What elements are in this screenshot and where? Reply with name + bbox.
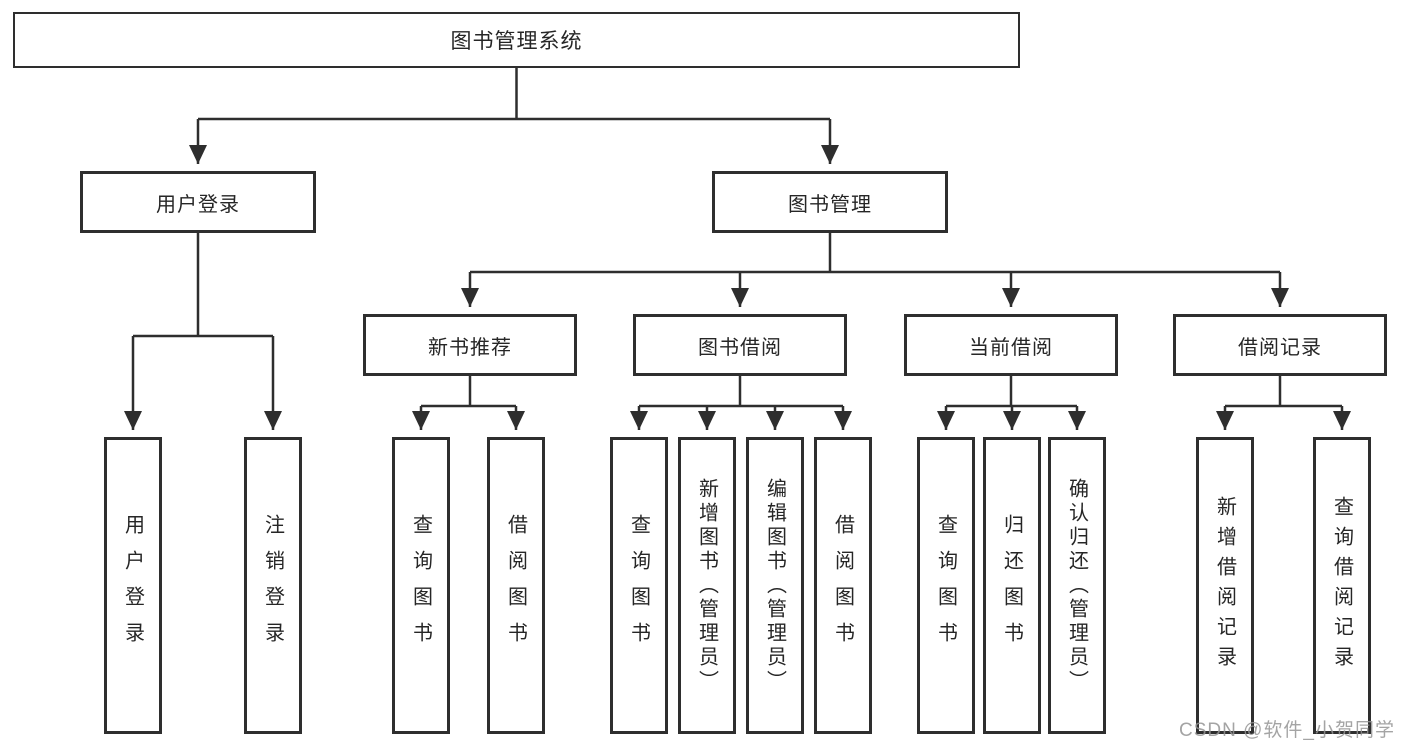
- leaf-records-query-record: 查询借阅记录: [1313, 437, 1371, 734]
- leaf-current-confirm-return-admin: 确认归还（管理员）: [1048, 437, 1106, 734]
- node-label: 查询图书: [934, 513, 957, 658]
- node-label: 确认归还（管理员）: [1065, 477, 1088, 694]
- node-label: 当前借阅: [969, 336, 1053, 359]
- node-label: 新增图书（管理员）: [695, 477, 718, 694]
- node-label: 新书推荐: [428, 336, 512, 359]
- node-label: 用户登录: [121, 513, 144, 658]
- leaf-borrow-query-book: 查询图书: [610, 437, 668, 734]
- leaf-borrow-edit-book-admin: 编辑图书（管理员）: [746, 437, 804, 734]
- node-label: 用户登录: [156, 193, 240, 216]
- node-label: 图书管理系统: [450, 30, 583, 53]
- leaf-current-query-book: 查询图书: [917, 437, 975, 734]
- node-label: 查询借阅记录: [1330, 495, 1353, 676]
- node-book-borrow: 图书借阅: [633, 314, 847, 376]
- node-library-management-system: 图书管理系统: [13, 12, 1020, 68]
- node-borrow-records: 借阅记录: [1173, 314, 1387, 376]
- leaf-current-return-book: 归还图书: [983, 437, 1041, 734]
- node-book-management: 图书管理: [712, 171, 948, 233]
- node-label: 借阅图书: [831, 513, 854, 658]
- node-label: 借阅记录: [1238, 336, 1322, 359]
- leaf-borrow-borrow-book: 借阅图书: [814, 437, 872, 734]
- node-label: 查询图书: [627, 513, 650, 658]
- node-label: 图书借阅: [698, 336, 782, 359]
- node-label: 归还图书: [1000, 513, 1023, 658]
- node-label: 查询图书: [409, 513, 432, 658]
- node-label: 注销登录: [261, 513, 284, 658]
- node-label: 编辑图书（管理员）: [763, 477, 786, 694]
- node-current-borrow: 当前借阅: [904, 314, 1118, 376]
- leaf-recommend-borrow-book: 借阅图书: [487, 437, 545, 734]
- leaf-recommend-query-book: 查询图书: [392, 437, 450, 734]
- csdn-watermark: CSDN @软件_小贺同学: [1179, 720, 1395, 741]
- leaf-borrow-add-book-admin: 新增图书（管理员）: [678, 437, 736, 734]
- node-label: 图书管理: [788, 193, 872, 216]
- node-new-book-recommend: 新书推荐: [363, 314, 577, 376]
- leaf-user-login: 用户登录: [104, 437, 162, 734]
- node-label: 新增借阅记录: [1213, 495, 1236, 676]
- node-label: 借阅图书: [504, 513, 527, 658]
- node-user-login: 用户登录: [80, 171, 316, 233]
- leaf-records-add-record: 新增借阅记录: [1196, 437, 1254, 734]
- leaf-logout-login: 注销登录: [244, 437, 302, 734]
